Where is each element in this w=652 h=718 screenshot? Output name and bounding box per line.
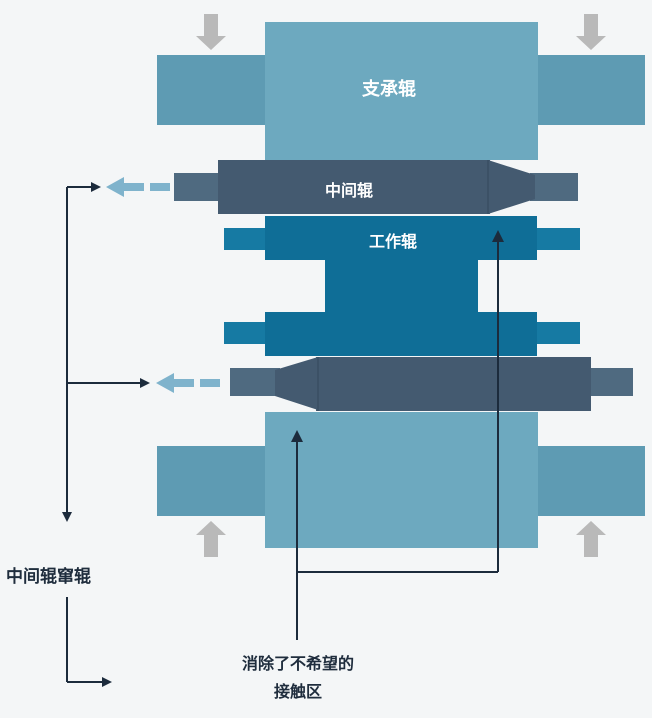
upper-backup-roll-body [265, 22, 538, 160]
upper-backup-roll-neck-right [535, 55, 645, 125]
shift-bracket [66, 186, 140, 683]
load-arrow-top-left [196, 14, 226, 50]
strip-section [325, 260, 478, 312]
load-arrow-bottom-right [576, 521, 606, 557]
shift-bracket-arrow-right [102, 677, 112, 687]
contact-zone-note-line2: 接触区 [273, 682, 322, 701]
upper-shift-arrow [106, 177, 170, 197]
lower-backup-roll-neck-right [535, 446, 645, 516]
intermediate-roll-label: 中间辊 [325, 181, 374, 200]
lower-backup-roll-neck-left [157, 446, 268, 516]
upper-work-roll-neck-left [224, 228, 272, 250]
lower-backup-roll-body [265, 412, 538, 548]
upper-intermediate-roll-body [218, 160, 490, 214]
upper-backup-roll-neck-left [157, 55, 268, 125]
load-arrow-bottom-left [196, 521, 226, 557]
upper-intermediate-roll-neck-right [530, 173, 578, 201]
upper-intermediate-roll-neck-left [174, 173, 224, 201]
upper-work-roll-neck-right [533, 228, 580, 250]
contact-zone-arrow-upper [492, 230, 504, 242]
shift-bracket-arrow-up [91, 182, 101, 192]
lower-intermediate-roll-taper [275, 357, 318, 410]
lower-intermediate-roll-neck-right [585, 368, 633, 396]
intermediate-roll-shift-label: 中间辊窜辊 [6, 567, 91, 587]
contact-zone-lines [296, 238, 499, 640]
shift-bracket-arrow-down [62, 512, 72, 522]
work-roll-label: 工作辊 [369, 232, 418, 251]
lower-work-roll-body [265, 312, 537, 356]
lower-shift-arrow [156, 373, 220, 393]
lower-work-roll-neck-left [224, 322, 272, 344]
upper-intermediate-roll-taper [488, 160, 535, 214]
lower-intermediate-roll-neck-left [230, 368, 280, 396]
upper-work-roll-body [265, 216, 537, 260]
backup-roll-label: 支承辊 [362, 79, 416, 100]
contact-zone-arrow-lower [291, 430, 303, 442]
lower-intermediate-roll-body [316, 357, 591, 411]
contact-zone-note: 消除了不希望的 接触区 [206, 650, 390, 706]
load-arrow-top-right [576, 14, 606, 50]
shift-bracket-arrow-lower [140, 378, 150, 388]
lower-work-roll-neck-right [533, 322, 580, 344]
contact-zone-note-line1: 消除了不希望的 [241, 654, 354, 673]
